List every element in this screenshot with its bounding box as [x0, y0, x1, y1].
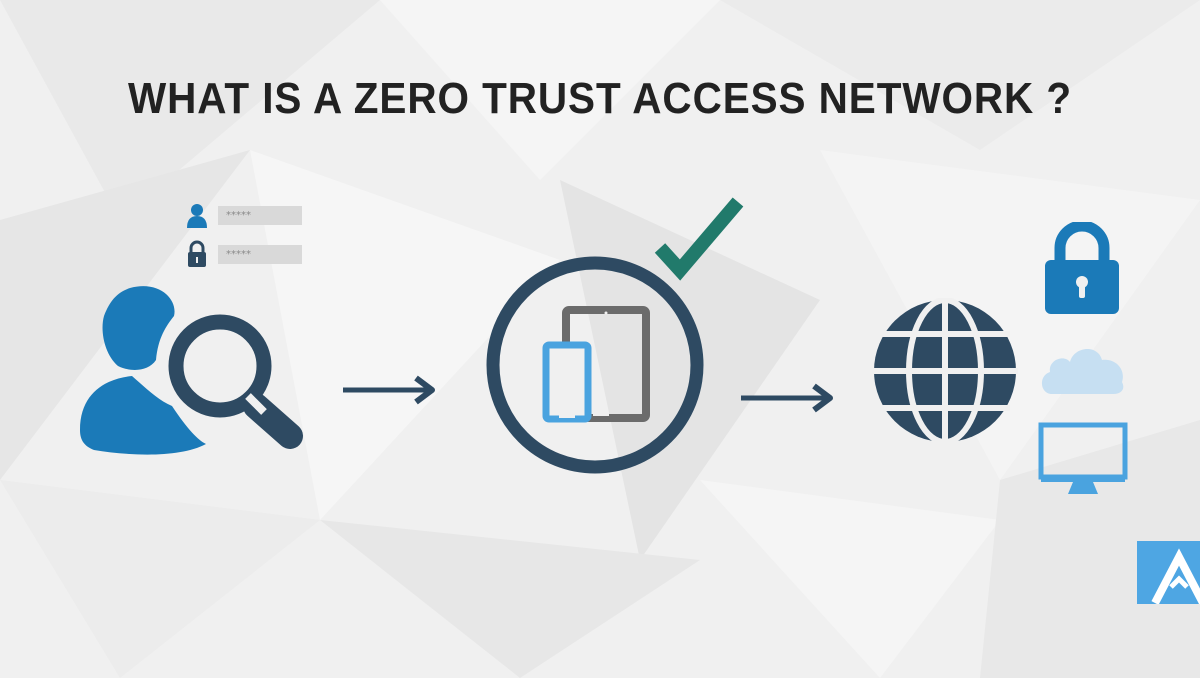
- arrow-right-icon: [343, 375, 435, 405]
- brand-logo: [1137, 541, 1200, 604]
- brand-logo-icon: [1151, 548, 1200, 604]
- user-search-icon: [80, 286, 303, 455]
- cloud-icon: [1041, 348, 1124, 394]
- padlock-icon: [188, 240, 206, 267]
- arrow-right-icon-2: [741, 383, 833, 413]
- globe-icon: [872, 298, 1018, 444]
- verified-devices-icon: [486, 197, 744, 474]
- username-field: *****: [218, 206, 302, 225]
- password-field: *****: [218, 245, 302, 264]
- user-icon: [187, 204, 207, 228]
- page-title: WHAT IS A ZERO TRUST ACCESS NETWORK ?: [127, 74, 1073, 123]
- monitor-icon: [1038, 422, 1128, 494]
- lock-icon: [1045, 222, 1119, 314]
